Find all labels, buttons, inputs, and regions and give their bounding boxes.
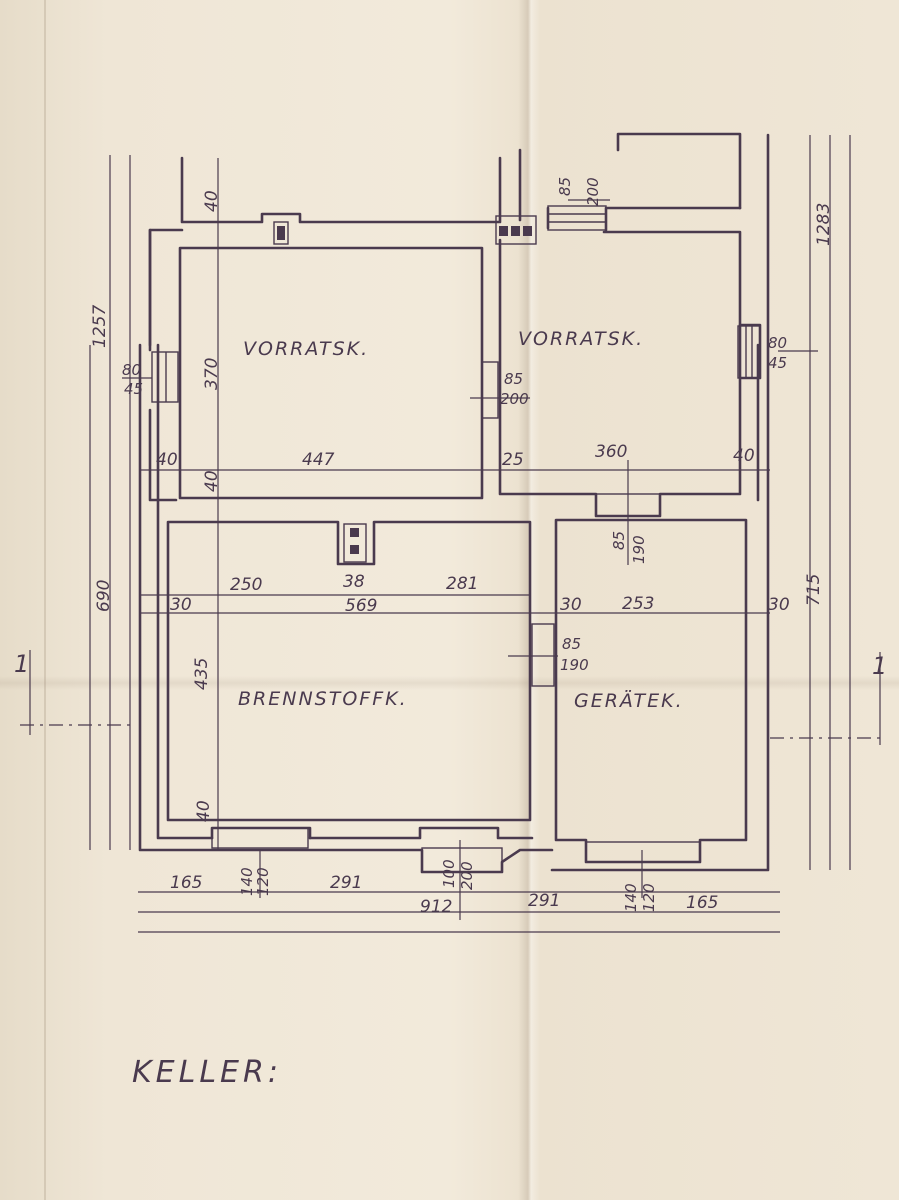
room-outline-brennstoffk bbox=[166, 520, 532, 822]
dim-wall-25: 25 bbox=[502, 450, 524, 470]
dim-window-right-w: 80 bbox=[768, 334, 788, 352]
section-marker-right: 1 bbox=[872, 652, 888, 680]
dim-bottom-door-h: 200 bbox=[458, 861, 476, 890]
dim-right-lower: 715 bbox=[804, 573, 824, 606]
section-markers bbox=[20, 650, 886, 745]
dim-bottom-window-right-h: 120 bbox=[640, 883, 658, 912]
dim-geraet-width: 253 bbox=[622, 594, 655, 614]
dim-bottom-291-left: 291 bbox=[330, 873, 363, 893]
paper-edge bbox=[44, 0, 46, 1200]
room-label-geraetek: GERÄTEK. bbox=[574, 690, 684, 712]
dim-left-lower: 690 bbox=[94, 579, 114, 612]
dim-door-d-w: 85 bbox=[562, 635, 582, 653]
dim-vorrat-left-height: 370 bbox=[202, 357, 222, 390]
room-label-vorratsk-left: VORRATSK. bbox=[243, 338, 370, 360]
dim-door-b-w: 85 bbox=[556, 176, 574, 196]
dim-bottom-total: 912 bbox=[420, 897, 453, 917]
dim-wall-bottom-left: 40 bbox=[194, 800, 214, 822]
dim-wall-30-a: 30 bbox=[170, 595, 192, 615]
dim-brenn-total: 569 bbox=[345, 596, 378, 616]
dim-door-d-h: 190 bbox=[560, 656, 589, 674]
dim-wall-mid-left: 40 bbox=[202, 470, 222, 492]
dim-wall-top-left: 40 bbox=[202, 190, 222, 212]
dim-total-right: 1283 bbox=[814, 202, 834, 246]
section-marker-left: 1 bbox=[14, 650, 30, 678]
horizontal-fold bbox=[0, 676, 899, 690]
dim-door-b-h: 200 bbox=[584, 177, 602, 206]
dim-bottom-door-w: 100 bbox=[440, 859, 458, 888]
dim-window-left-h: 45 bbox=[124, 380, 144, 398]
dim-wall-30-c: 30 bbox=[768, 595, 790, 615]
dim-brenn-width-c: 281 bbox=[446, 574, 479, 594]
dim-bottom-window-left-w: 140 bbox=[238, 867, 256, 896]
dim-brenn-height: 435 bbox=[192, 657, 212, 690]
dim-vorrat-right-width: 360 bbox=[595, 442, 628, 462]
dim-window-left-w: 80 bbox=[122, 361, 142, 379]
dim-bottom-window-right-w: 140 bbox=[622, 883, 640, 912]
window-openings bbox=[151, 205, 761, 873]
dim-bottom-window-left-h: 120 bbox=[254, 867, 272, 896]
dim-door-a-h: 200 bbox=[500, 390, 529, 408]
dim-door-a-w: 85 bbox=[504, 370, 524, 388]
dim-window-right-h: 45 bbox=[768, 354, 788, 372]
dim-brenn-width-a: 250 bbox=[230, 575, 263, 595]
dimension-lines bbox=[89, 135, 851, 933]
chimney-blocks bbox=[273, 215, 537, 563]
dim-door-c-h: 190 bbox=[630, 535, 648, 564]
dim-brenn-width-b: 38 bbox=[343, 572, 365, 592]
dim-bottom-165-right: 165 bbox=[686, 893, 719, 913]
dim-bottom-291-right: 291 bbox=[528, 891, 561, 911]
room-label-brennstoffk: BRENNSTOFFK. bbox=[238, 688, 408, 710]
dim-vorrat-left-width: 447 bbox=[302, 450, 335, 470]
dim-wall-40-b: 40 bbox=[733, 446, 755, 466]
room-outline-vorratsk-right bbox=[498, 230, 762, 518]
dim-wall-30-b: 30 bbox=[560, 595, 582, 615]
outer-walls bbox=[138, 132, 770, 874]
dim-wall-40-a: 40 bbox=[156, 450, 178, 470]
room-label-vorratsk-right: VORRATSK. bbox=[518, 328, 645, 350]
plan-title: KELLER: bbox=[132, 1055, 282, 1090]
dim-door-c-w: 85 bbox=[610, 530, 628, 550]
dim-total-left: 1257 bbox=[90, 304, 110, 348]
dim-bottom-165-left: 165 bbox=[170, 873, 203, 893]
